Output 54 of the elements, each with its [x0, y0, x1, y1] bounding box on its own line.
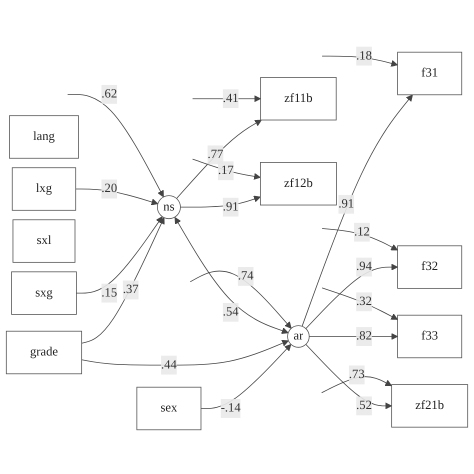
arrow [308, 332, 398, 340]
edge-label: .82 [356, 329, 372, 343]
edge-label: .91 [338, 197, 354, 211]
node-box: lang [9, 115, 79, 159]
arrow [192, 158, 261, 180]
arrow [76, 216, 163, 294]
edge-label: .62 [101, 87, 118, 101]
arrow [67, 94, 164, 198]
edge-label: .18 [356, 48, 372, 62]
edge-label: .74 [238, 269, 254, 283]
node-circle: ar [287, 325, 310, 348]
edge-label: -.14 [220, 401, 241, 415]
node-box: lxg [12, 167, 76, 211]
node-box: grade [6, 330, 82, 374]
edge-label: .52 [356, 398, 372, 412]
edge-label: .94 [356, 260, 372, 274]
edge-label: .15 [101, 286, 118, 300]
edge-label: .37 [122, 282, 139, 296]
arrow [322, 228, 398, 250]
arrow [321, 376, 392, 394]
arrow [322, 56, 398, 67]
node-box: f33 [397, 314, 462, 358]
edge-label: .12 [354, 225, 370, 238]
node-box: zf12b [260, 162, 337, 206]
arrow [200, 344, 292, 409]
edge-label: .20 [101, 182, 118, 196]
arrow [176, 120, 262, 199]
arrow [302, 94, 413, 327]
edge-label: .17 [218, 164, 234, 178]
node-box: f31 [397, 52, 462, 96]
arrow [180, 196, 261, 208]
arrow [305, 344, 392, 410]
node-box: zf21b [391, 384, 468, 428]
arrow [305, 264, 398, 329]
arrow [190, 270, 292, 329]
edge-label: .91 [222, 200, 239, 214]
node-box: zf11b [260, 77, 337, 120]
arrow [174, 217, 289, 334]
edge-label: .44 [161, 358, 177, 372]
node-box: sxg [11, 271, 77, 315]
arrow [75, 188, 158, 206]
node-circle: ns [157, 195, 181, 220]
arrow [322, 287, 398, 320]
edge-label: .41 [222, 92, 239, 105]
arrow [81, 340, 289, 366]
edge-label: .54 [222, 305, 239, 319]
arrow [192, 95, 261, 102]
edge-label: .77 [208, 148, 224, 162]
node-box: sex [136, 386, 202, 430]
edge-label: .73 [348, 368, 365, 382]
edge-label: .32 [356, 294, 372, 308]
node-box: sxl [12, 219, 76, 263]
arrow [81, 217, 165, 344]
node-box: f32 [397, 245, 462, 289]
